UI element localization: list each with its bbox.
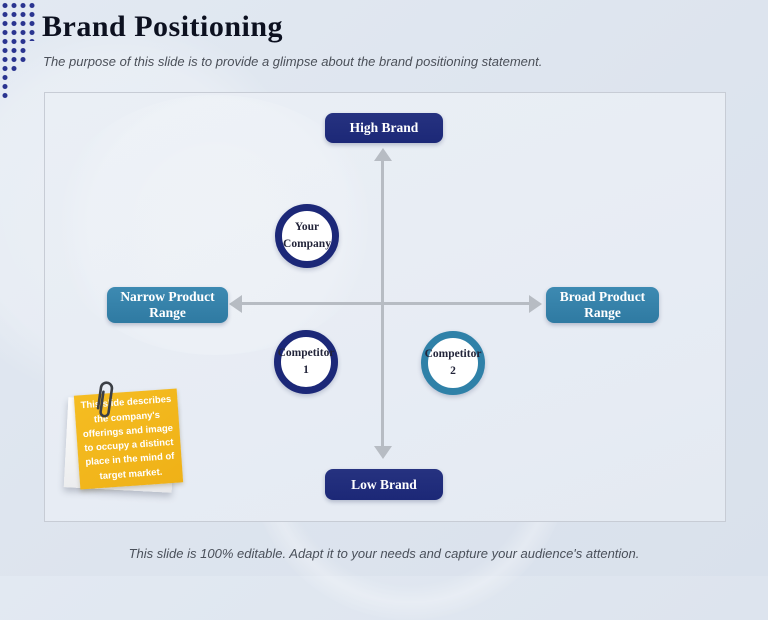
paperclip-icon	[96, 381, 114, 418]
arrow-right-icon	[529, 294, 542, 313]
node-label: Competitor	[424, 348, 482, 361]
dot-column	[20, 2, 26, 65]
dot-column	[29, 2, 35, 41]
axis-label-low-brand: Low Brand	[325, 469, 443, 500]
arrow-left-icon	[229, 294, 242, 313]
node-label: Competitor	[277, 347, 335, 360]
axis-label-high-brand: High Brand	[325, 113, 443, 143]
horizontal-axis-line	[240, 302, 531, 305]
axis-label-broad-product-range: Broad Product Range	[546, 287, 659, 323]
node-label: 1	[303, 364, 309, 376]
dot-column	[2, 2, 8, 101]
node-competitor-2: Competitor 2	[421, 331, 485, 395]
node-label: 2	[450, 365, 456, 377]
arrow-down-icon	[374, 446, 392, 459]
axis-label-narrow-product-range: Narrow Product Range	[107, 287, 228, 323]
page-subtitle: The purpose of this slide is to provide …	[43, 54, 543, 69]
dot-column	[11, 2, 17, 74]
slide-canvas: Brand Positioning The purpose of this sl…	[0, 2, 726, 620]
sticky-note: This slide describes the company's offer…	[73, 388, 184, 490]
page-title: Brand Positioning	[42, 10, 284, 43]
node-competitor-1: Competitor 1	[274, 330, 338, 394]
node-your-company: Your Company	[275, 204, 339, 268]
arrow-up-icon	[374, 148, 392, 161]
node-label: Your	[294, 221, 320, 234]
node-label: Company	[283, 238, 331, 250]
footer-caption: This slide is 100% editable. Adapt it to…	[128, 546, 640, 561]
